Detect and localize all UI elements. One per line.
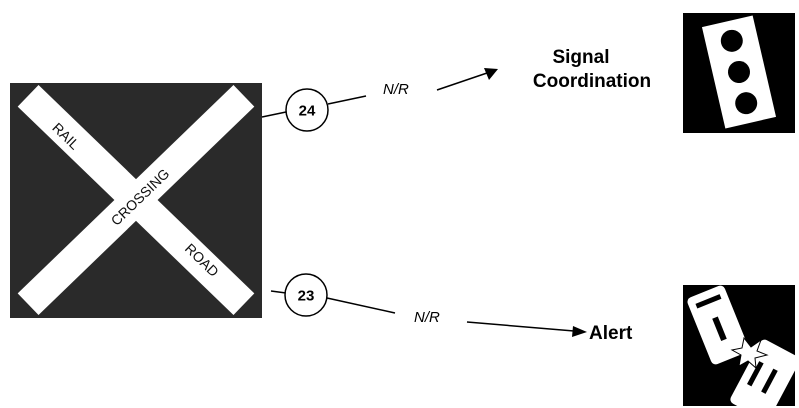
connector-label: N/R [414,309,440,326]
step-number: 23 [298,288,315,305]
connector-line [326,297,396,314]
sign-arm-crossing [17,85,255,315]
step-badge-23 [284,273,328,317]
connector-line [270,290,287,294]
arrow-head [572,326,587,337]
vehicle-collision-icon [683,285,799,408]
connector-line [261,111,287,118]
arrow-shaft [436,72,488,91]
target-signal-coordination-line2: Coordination [533,71,651,92]
target-signal-coordination-line1: Signal [552,47,609,68]
connector-top: 24 N/R [261,68,498,132]
arrow-head [484,68,498,80]
railroad-crossing-sign: RAIL ROAD CROSSING [10,83,262,318]
step-badge-24 [285,88,329,132]
arrow-shaft [466,321,575,332]
traffic-signal-icon [683,13,795,133]
connector-bottom: 23 N/R [270,273,587,337]
target-alert: Alert [589,323,633,344]
step-number: 24 [299,103,316,120]
connector-label: N/R [383,81,409,98]
connector-line [327,95,367,105]
